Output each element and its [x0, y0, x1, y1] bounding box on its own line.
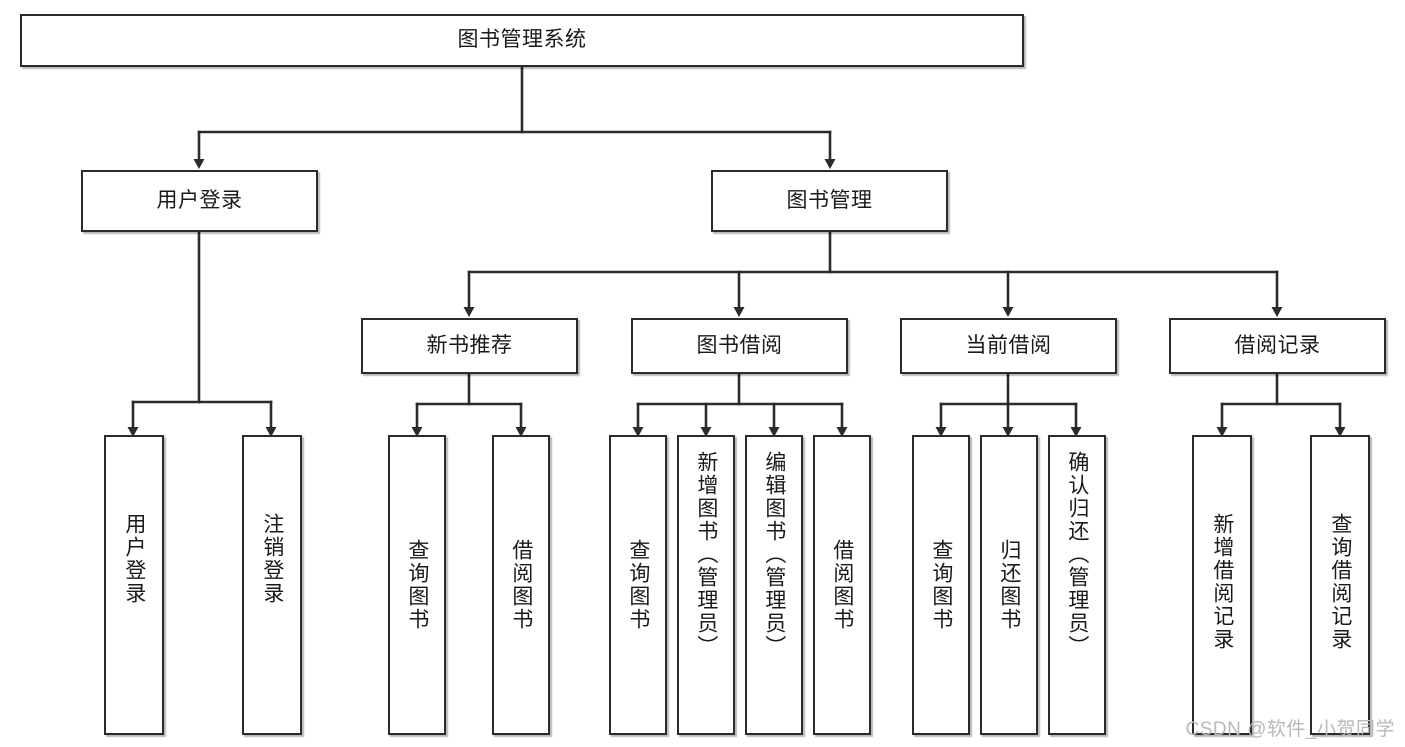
node-leaf-confirm-return-admin-label: 确认归还（管理员） [1065, 451, 1089, 658]
node-current-borrow-label: 当前借阅 [965, 333, 1052, 357]
node-leaf-query-borrow-record-label: 查询借阅记录 [1328, 513, 1352, 651]
node-leaf-edit-book-admin[interactable]: 编辑图书（管理员） [745, 435, 803, 735]
node-current-borrow[interactable]: 当前借阅 [900, 318, 1117, 374]
node-borrow-record[interactable]: 借阅记录 [1169, 318, 1386, 374]
node-book-borrow[interactable]: 图书借阅 [631, 318, 848, 374]
node-leaf-borrow-book-2[interactable]: 借阅图书 [813, 435, 871, 735]
node-leaf-add-book-admin-label: 新增图书（管理员） [694, 451, 718, 658]
node-book-management-label: 图书管理 [786, 188, 873, 212]
node-leaf-logout-login-label: 注销登录 [260, 513, 284, 605]
node-leaf-return-book[interactable]: 归还图书 [980, 435, 1038, 735]
node-leaf-edit-book-admin-label: 编辑图书（管理员） [762, 451, 786, 658]
node-leaf-borrow-book-1[interactable]: 借阅图书 [492, 435, 550, 735]
node-leaf-query-book-3-label: 查询图书 [929, 539, 953, 631]
node-leaf-add-borrow-record[interactable]: 新增借阅记录 [1192, 435, 1252, 735]
node-leaf-add-book-admin[interactable]: 新增图书（管理员） [677, 435, 735, 735]
node-book-borrow-label: 图书借阅 [696, 333, 783, 357]
node-leaf-user-login-label: 用户登录 [122, 513, 146, 605]
node-user-login-label: 用户登录 [156, 188, 243, 212]
node-user-login[interactable]: 用户登录 [81, 170, 318, 232]
node-borrow-record-label: 借阅记录 [1234, 333, 1321, 357]
node-leaf-add-borrow-record-label: 新增借阅记录 [1210, 513, 1234, 651]
node-leaf-query-book-2-label: 查询图书 [626, 539, 650, 631]
node-leaf-user-login[interactable]: 用户登录 [104, 435, 164, 735]
node-leaf-query-book-1[interactable]: 查询图书 [388, 435, 446, 735]
node-leaf-query-borrow-record[interactable]: 查询借阅记录 [1310, 435, 1370, 735]
node-root-label: 图书管理系统 [457, 28, 587, 52]
node-new-book-recommend[interactable]: 新书推荐 [361, 318, 578, 374]
node-leaf-confirm-return-admin[interactable]: 确认归还（管理员） [1048, 435, 1106, 735]
node-root[interactable]: 图书管理系统 [20, 14, 1024, 67]
node-new-book-recommend-label: 新书推荐 [426, 333, 513, 357]
node-leaf-return-book-label: 归还图书 [997, 539, 1021, 631]
node-leaf-query-book-3[interactable]: 查询图书 [912, 435, 970, 735]
node-leaf-logout-login[interactable]: 注销登录 [242, 435, 302, 735]
node-leaf-query-book-1-label: 查询图书 [405, 539, 429, 631]
watermark-text: CSDN @软件_小贺同学 [1185, 719, 1395, 740]
node-leaf-borrow-book-1-label: 借阅图书 [509, 539, 533, 631]
node-leaf-query-book-2[interactable]: 查询图书 [609, 435, 667, 735]
node-book-management[interactable]: 图书管理 [711, 170, 948, 232]
node-leaf-borrow-book-2-label: 借阅图书 [830, 539, 854, 631]
